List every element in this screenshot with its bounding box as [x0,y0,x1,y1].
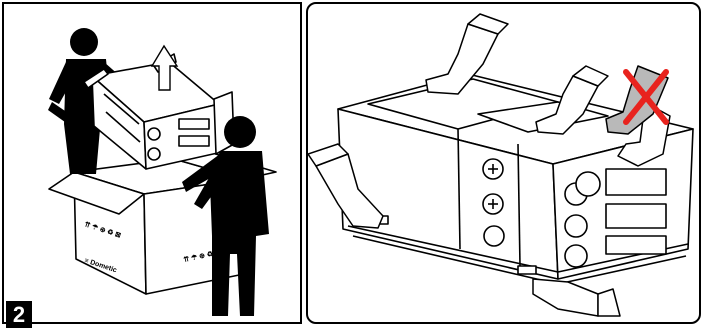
lifting-grip-illustration [306,2,701,324]
hand-bottom-right [533,279,620,316]
lifting-drawing [308,4,701,324]
unboxing-illustration: ⇈ ☂ ⊕ ♻ ⊠ ≡ Dometic ⇈ ☂ ⊕ ♻ ⊠ [2,2,302,324]
person-left-head [70,28,98,56]
step-number-badge: 2 [6,301,32,328]
person-right-head [224,116,256,148]
unboxing-drawing: ⇈ ☂ ⊕ ♻ ⊠ ≡ Dometic ⇈ ☂ ⊕ ♻ ⊠ [4,4,304,326]
